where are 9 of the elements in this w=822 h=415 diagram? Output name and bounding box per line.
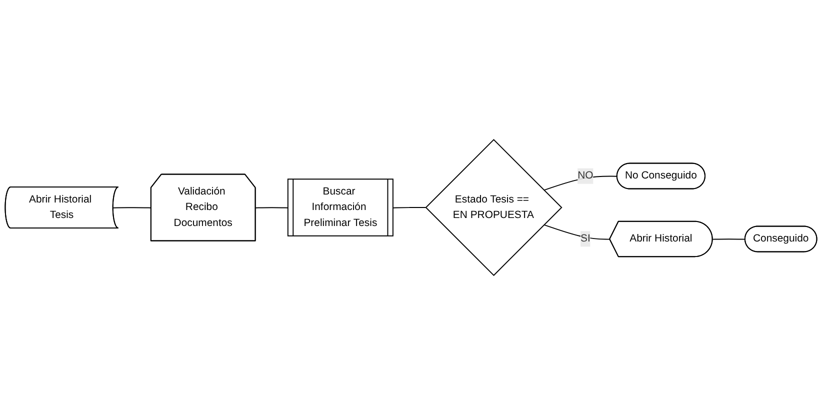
node-diamond: Estado Tesis == EN PROPUESTA [425,138,562,276]
edge-label: NO [578,170,594,182]
connector [712,238,746,240]
connector [544,176,618,191]
connector [112,207,152,208]
connector [392,207,426,208]
edge-label: SI [580,233,590,244]
connector [544,224,610,240]
connector [255,207,289,208]
